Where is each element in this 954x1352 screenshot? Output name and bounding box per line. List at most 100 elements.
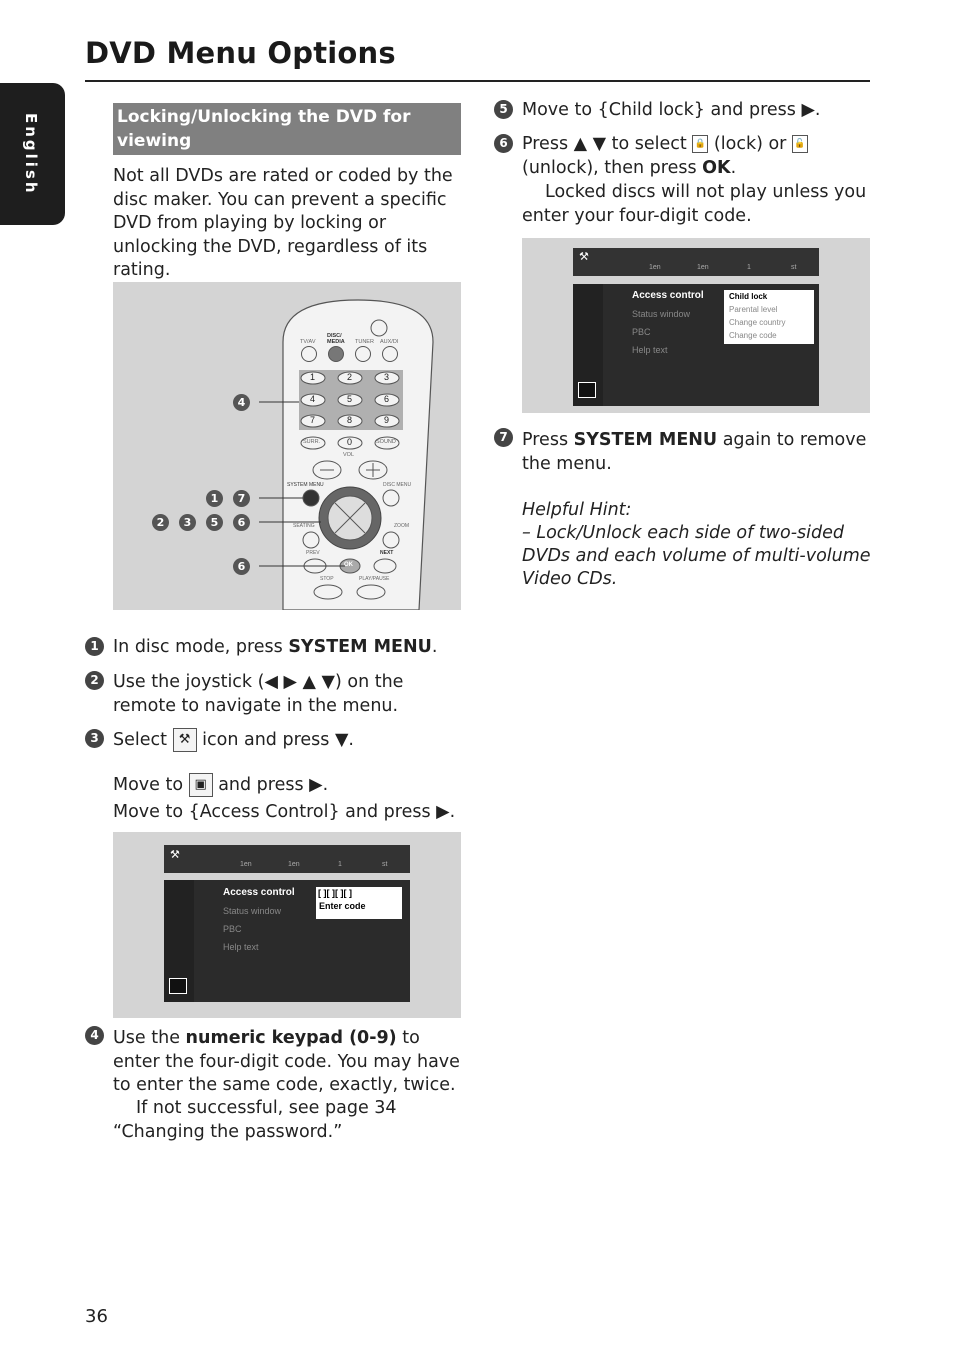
screen2-body: Access control Status window PBC Help te… <box>573 284 819 406</box>
step-1-text: In disc mode, press SYSTEM MENU. <box>113 636 463 660</box>
screen2-menu-1: Access control <box>632 290 704 301</box>
step-7-text: Press SYSTEM MENU again to remove the me… <box>522 429 872 476</box>
step-3-text: Select ⚒ icon and press ▼. <box>113 728 453 753</box>
remote-label-prev: PREV <box>306 550 320 556</box>
callout-7: 7 <box>233 490 250 507</box>
step-1-text-b: . <box>431 637 438 657</box>
screen1-menu-3: PBC <box>223 924 242 934</box>
hint-text: – Lock/Unlock each side of two-sided DVD… <box>522 523 871 589</box>
remote-label-disc: DISC/ MEDIA <box>327 333 345 345</box>
screen2-menu-2: Status window <box>632 309 691 319</box>
screen2-topbar: ⚒ 1en 1en 1 st <box>573 248 819 276</box>
remote-label-seating: SEATING <box>293 523 315 529</box>
step-1-bold: SYSTEM MENU <box>288 637 432 657</box>
key-0: 0 <box>347 437 353 447</box>
hint-title: Helpful Hint: <box>522 500 632 520</box>
remote-label-play-pause: PLAY/PAUSE <box>359 576 390 582</box>
intro-paragraph: Not all DVDs are rated or coded by the d… <box>113 166 453 280</box>
briefcase-icon: ▣ <box>188 773 213 797</box>
screen1-code-fields: [ ][ ][ ][ ] <box>318 888 352 898</box>
key-8: 8 <box>347 415 353 425</box>
step-7-bold: SYSTEM MENU <box>573 430 718 450</box>
screen2-submenu-2: Parental level <box>729 305 778 314</box>
key-5: 5 <box>347 394 353 404</box>
step-4-text-b: to enter the four-digit code. You may ha… <box>113 1028 460 1095</box>
screen1-topbar-1: 1en <box>240 861 252 868</box>
step-6-text-c: (unlock), then press <box>522 157 703 178</box>
screen2-sidebar <box>573 284 603 406</box>
step-1-text-a: In disc mode, press <box>113 637 289 657</box>
step-number-5: 5 <box>494 100 513 119</box>
title-rule <box>85 80 870 82</box>
language-tab: English <box>0 83 65 225</box>
step-7-text-a: Press <box>522 430 574 450</box>
step-number-6: 6 <box>494 134 513 153</box>
move1-text-b: and press ▶. <box>212 775 329 795</box>
remote-illustration: TV/AV DISC/ MEDIA TUNER AUX/DI 1 2 3 4 5… <box>113 282 461 610</box>
step-number-4: 4 <box>85 1026 104 1045</box>
step-5-text: Move to {Child lock} and press ▶. <box>522 100 821 120</box>
callout-1: 1 <box>206 490 223 507</box>
callout-6b: 6 <box>233 558 250 575</box>
remote-label-system-menu: SYSTEM MENU <box>287 482 324 488</box>
screen2-topbar-1: 1en <box>649 264 661 271</box>
key-1: 1 <box>310 372 316 382</box>
step-3-text-b: icon and press ▼. <box>196 730 354 750</box>
remote-label-ok: OK <box>344 562 353 568</box>
setup-icon: ⚒ <box>172 728 197 752</box>
step-7-text-b: again to remove the menu. <box>522 430 867 474</box>
screen2-topbar-4: st <box>791 264 797 271</box>
screen1-topbar-3: 1 <box>338 861 342 868</box>
remote-label-sound: SOUND <box>376 439 396 445</box>
remote-label-vol: VOL <box>343 452 355 458</box>
step-4-text-a: Use the <box>113 1028 186 1048</box>
remote-label-tuner: TUNER <box>355 339 374 345</box>
menu-screenshot-2: ⚒ 1en 1en 1 st Access control Status win… <box>522 238 870 413</box>
step-6-text-a: Press ▲ ▼ to select <box>522 134 693 154</box>
screen2-setup-icon: ⚒ <box>579 250 589 263</box>
screen2-topbar-2: 1en <box>697 264 709 271</box>
callout-2: 2 <box>152 514 169 531</box>
screen1-code-box: [ ][ ][ ][ ] Enter code <box>316 887 402 919</box>
key-3: 3 <box>384 372 390 382</box>
step-6-text-b: (lock) or <box>708 134 792 154</box>
screen2-briefcase-icon <box>578 382 596 398</box>
callout-5: 5 <box>206 514 223 531</box>
screen1-setup-icon: ⚒ <box>170 848 180 861</box>
screen1-body: Access control Status window PBC Help te… <box>164 880 410 1002</box>
screen1-menu-2: Status window <box>223 906 282 916</box>
step-6-text: Press ▲ ▼ to select 🔒 (lock) or 🔓 (unloc… <box>522 133 867 180</box>
screen2-menu-4: Help text <box>632 345 668 355</box>
screen1-menu-1: Access control <box>223 887 295 898</box>
key-6: 6 <box>384 394 390 404</box>
remote-label-disc-menu: DISC MENU <box>383 482 412 488</box>
screen2-topbar-3: 1 <box>747 264 751 271</box>
screen1-menu-4: Help text <box>223 942 259 952</box>
screen1-code-label: Enter code <box>319 901 366 911</box>
screen1-sidebar <box>164 880 194 1002</box>
screen1-topbar-2: 1en <box>288 861 300 868</box>
remote-label-surr: SURR. <box>303 439 321 445</box>
screen1-topbar: ⚒ 1en 1en 1 st <box>164 845 410 873</box>
step-number-2: 2 <box>85 671 104 690</box>
remote-drawing <box>259 299 434 610</box>
step-6-note: Locked discs will not play unless you en… <box>522 182 867 226</box>
callout-4: 4 <box>233 394 250 411</box>
unlock-icon: 🔓 <box>791 135 808 153</box>
remote-label-aux: AUX/DI <box>380 339 399 345</box>
callout-3: 3 <box>179 514 196 531</box>
remote-label-tvav: TV/AV <box>300 339 316 345</box>
step-2-text: Use the joystick (◀ ▶ ▲ ▼) on the remote… <box>113 672 404 716</box>
section-heading: Locking/Unlocking the DVD for viewing <box>113 103 461 155</box>
screen2-submenu-4: Change code <box>729 331 777 340</box>
step-number-7: 7 <box>494 428 513 447</box>
page-number: 36 <box>85 1306 108 1327</box>
step-number-1: 1 <box>85 637 104 656</box>
step-6-text-d: . <box>730 157 737 178</box>
language-label: English <box>22 113 40 196</box>
step-number-3: 3 <box>85 729 104 748</box>
screen2-submenu-1: Child lock <box>729 292 768 301</box>
callout-6a: 6 <box>233 514 250 531</box>
key-9: 9 <box>384 415 390 425</box>
key-7: 7 <box>310 415 316 425</box>
